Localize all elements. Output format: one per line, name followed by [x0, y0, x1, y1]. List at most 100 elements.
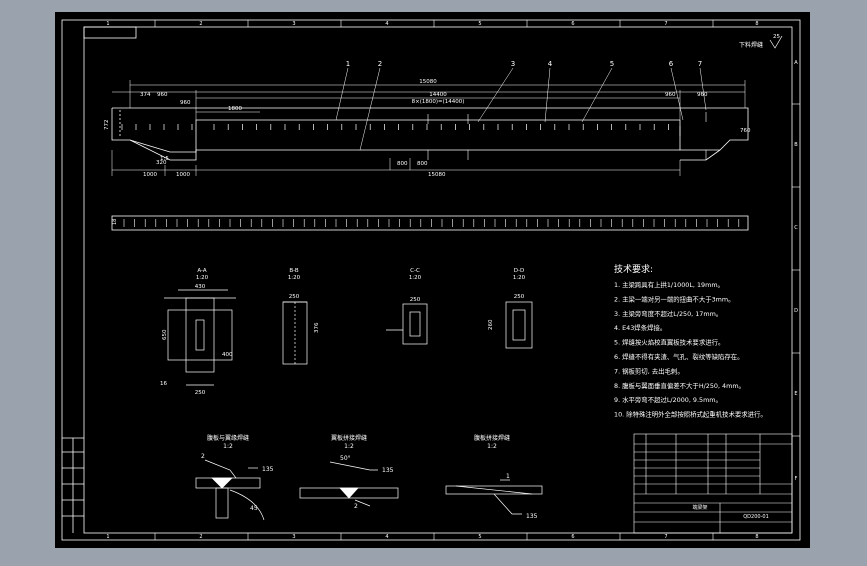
ruler-top-label: 4 — [385, 21, 388, 27]
section-aa-dim-web: 650 — [162, 329, 168, 340]
title-block-number: QD200-01 — [743, 514, 769, 520]
section-cc-dim-top: 250 — [410, 297, 421, 303]
section-dd-title: D-D — [514, 268, 524, 274]
section-aa-dim-bottom: 250 — [195, 390, 206, 396]
ruler-top-label: 8 — [755, 21, 758, 27]
tech-requirements: 技术要求: 1. 主梁跨具有上拱1/1000L, 19mm。 2. 主梁一端对另一… — [614, 263, 767, 419]
ruler-top-label: 5 — [478, 21, 481, 27]
ruler-side-label: D — [794, 308, 798, 314]
section-cc — [386, 303, 428, 345]
callout-label: 7 — [698, 60, 702, 68]
tech-requirement-item: 10. 除特殊注明外全部按照桥式起重机技术要求进行。 — [614, 410, 767, 419]
section-aa-texts: A-A 1:20 430 650 400 16 250 — [160, 268, 233, 396]
ruler-bottom-label: 4 — [385, 534, 388, 540]
section-dd-texts: D-D 1:20 250 260 — [488, 268, 526, 330]
stamp-box-top-left — [83, 26, 137, 39]
callout-leaders — [335, 67, 707, 151]
section-markers — [427, 112, 707, 160]
weld-3-scale: 1:2 — [487, 443, 497, 450]
callout-label: 6 — [669, 60, 674, 68]
section-dd-dim-top: 250 — [514, 294, 525, 300]
dim-span: 14400 — [429, 92, 447, 98]
dim-bottom-mid-a: 800 — [397, 161, 408, 167]
dim-left-d: 1800 — [228, 106, 242, 112]
callout-label: 4 — [548, 60, 553, 68]
ruler-top-label: 6 — [571, 21, 574, 27]
ruler-bottom-label: 7 — [664, 534, 667, 540]
section-aa-dim-flange: 400 — [222, 352, 233, 358]
plan-view-ribs — [123, 219, 740, 227]
tech-requirement-item: 2. 主梁一端对另一端的扭曲不大于3mm。 — [614, 294, 735, 303]
ruler-top-label: 1 — [106, 21, 109, 27]
ruler-bottom-label: 1 — [106, 534, 109, 540]
ruler-side-label: A — [794, 60, 798, 66]
dim-right-a: 960 — [665, 92, 676, 98]
dim-span-eq: 8×(1800)=(14400) — [412, 99, 465, 105]
tech-requirement-item: 7. 钢板剪切, 去出毛刺。 — [614, 366, 684, 375]
section-dd — [505, 301, 533, 349]
weld-3-dim-a: 1 — [506, 473, 510, 480]
section-aa — [164, 289, 236, 386]
section-bb-texts: B-B 1:20 250 376 — [288, 268, 320, 333]
drawing-frame — [61, 19, 801, 541]
tech-requirement-item: 1. 主梁跨具有上拱1/1000L, 19mm。 — [614, 280, 724, 289]
drawing-canvas[interactable] — [55, 12, 810, 548]
section-bb-dim-h: 376 — [314, 322, 320, 333]
weld-2-scale: 1:2 — [344, 443, 354, 450]
title-block — [633, 433, 793, 534]
section-aa-title: A-A — [197, 268, 207, 274]
weld-1-dim-a: 2 — [201, 453, 205, 460]
weld-1-scale: 1:2 — [223, 443, 233, 450]
surface-finish-symbol: 下料焊缝 25 — [739, 34, 783, 49]
weld-1-dim-b: 135 — [262, 466, 274, 473]
ruler-top-label: 2 — [199, 21, 202, 27]
callout-label: 5 — [610, 60, 614, 68]
tech-title: 技术要求: — [614, 263, 653, 275]
ruler-ticks — [154, 20, 800, 540]
plan-view-label: 18 — [112, 219, 118, 225]
dim-left-a: 374 — [140, 92, 151, 98]
dim-right-b: 960 — [697, 92, 708, 98]
section-bb-scale: 1:20 — [288, 275, 301, 281]
section-aa-dim-top: 430 — [195, 284, 206, 290]
tech-requirement-item: 6. 焊缝不得有夹渣、气孔、裂纹等缺陷存在。 — [614, 352, 744, 361]
section-cc-title: C-C — [410, 268, 420, 274]
weld-2-dim-a: 50° — [340, 455, 351, 462]
callout-label: 3 — [511, 60, 515, 68]
ruler-side-label: C — [794, 225, 798, 231]
main-dimension-texts: 15080 14400 8×(1800)=(14400) 374 960 960… — [104, 79, 751, 178]
dim-right-height: 760 — [740, 128, 751, 134]
ruler-bottom-label: 2 — [199, 534, 202, 540]
weld-detail-3 — [445, 479, 543, 515]
web-stiffeners — [121, 124, 669, 130]
dim-height: 772 — [104, 120, 110, 131]
dim-bottom-b: 1000 — [176, 172, 190, 178]
weld-detail-1 — [195, 459, 265, 521]
weld-2-dim-c: 2 — [354, 503, 358, 510]
section-dd-dim-h: 260 — [488, 319, 494, 330]
plan-view-strip — [111, 215, 749, 231]
tech-requirement-item: 4. E43焊条焊接。 — [614, 323, 666, 332]
ruler-side-label: B — [794, 142, 798, 148]
dim-left-c: 960 — [180, 100, 191, 106]
ruler-top-label: 3 — [292, 21, 295, 27]
section-cc-texts: C-C 1:20 250 — [409, 268, 422, 303]
ruler-top-label: 7 — [664, 21, 667, 27]
callout-label: 2 — [378, 60, 382, 68]
weld-2-title: 翼板拼接焊缝 — [331, 434, 367, 442]
title-block-part: 端梁架 — [692, 504, 707, 511]
section-aa-dim-thk: 16 — [160, 381, 167, 387]
dim-left-b: 960 — [157, 92, 168, 98]
ruler-bottom-label: 5 — [478, 534, 481, 540]
ruler-bottom-label: 6 — [571, 534, 574, 540]
tech-requirement-item: 8. 腹板与翼面垂直偏差不大于H/250, 4mm。 — [614, 381, 745, 390]
tech-requirement-item: 9. 水平旁弯不超过L/2000, 9.5mm。 — [614, 395, 722, 404]
dim-slope: 1:5 — [160, 156, 169, 162]
ruler-side-label: F — [795, 476, 798, 482]
dim-angle: 320 — [156, 160, 167, 166]
weld-1-dim-c: 45 — [250, 505, 258, 512]
section-bb-title: B-B — [289, 268, 299, 274]
